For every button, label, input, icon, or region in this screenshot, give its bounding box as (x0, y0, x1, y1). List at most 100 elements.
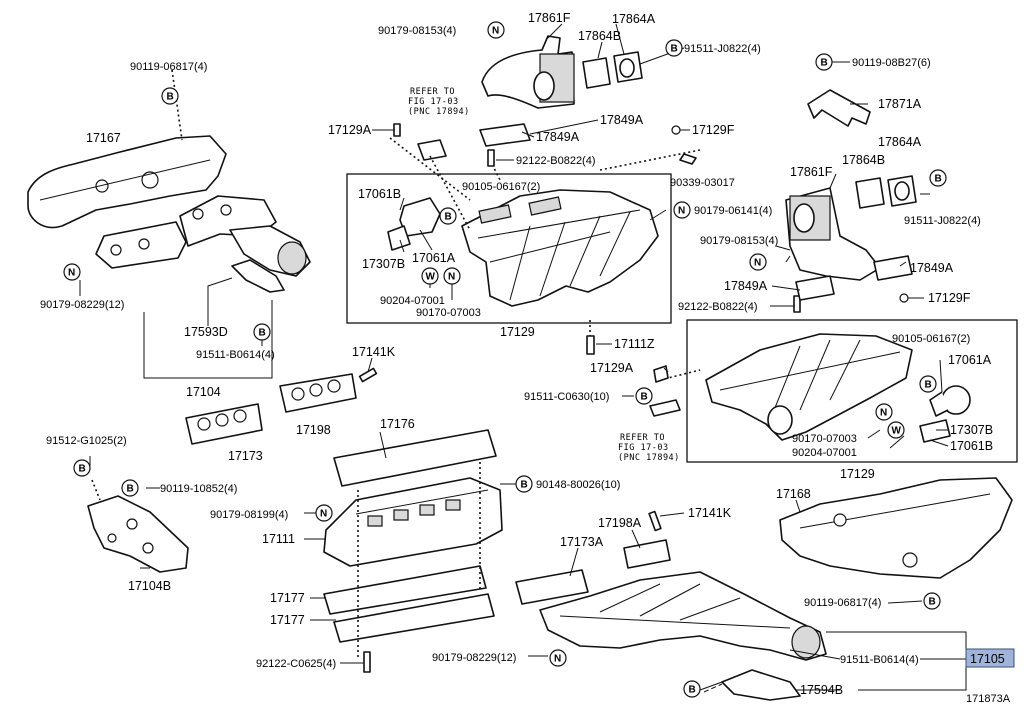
stud-17111z (586, 335, 595, 355)
label-90179-08229-left: 90179-08229(12) (40, 299, 124, 311)
label-92122-c0625: 92122-C0625(4) (256, 658, 336, 670)
bolt-17129f-right (899, 293, 909, 303)
label-17061b-right: 17061B (950, 439, 993, 453)
label-ref-code: 171873A (966, 693, 1011, 705)
label-17167: 17167 (86, 131, 121, 145)
gasket-17198a (623, 539, 671, 569)
elbow-17861f-top (481, 35, 643, 109)
label-90105-06167-top: 90105-06167(2) (462, 181, 540, 193)
label-90170-07003-right: 90170-07003 (792, 433, 857, 445)
callout-b-17594b: B (683, 680, 701, 698)
label-refer-top-3: (PNC 17894) (408, 107, 470, 117)
highlight-17105[interactable] (965, 648, 1015, 668)
gasket-17307b-right (919, 419, 951, 443)
label-17849a-right2: 17849A (724, 279, 768, 293)
stud-17141k-top (358, 367, 378, 383)
exhaust-manifold-17104 (95, 195, 311, 277)
label-17129a-mid: 17129A (590, 361, 634, 375)
label-17864a-right: 17864A (878, 135, 922, 149)
gasket-17173a (515, 569, 589, 605)
label-90179-08199: 90179-08199(4) (210, 509, 288, 521)
label-90179-08153-right: 90179-08153(4) (700, 235, 778, 247)
label-17198a: 17198A (598, 516, 642, 530)
label-90119-06817-bottom: 90119-06817(4) (804, 597, 881, 609)
svg-text:B: B (259, 328, 266, 339)
label-17061a-right: 17061A (948, 353, 992, 367)
label-refer-top-1: REFER TO (410, 87, 455, 97)
label-17593d: 17593D (184, 325, 228, 339)
label-90105-06167-right: 90105-06167(2) (892, 333, 970, 345)
callout-n-90179-08153-right: N (749, 253, 767, 271)
label-17307b-top: 17307B (362, 257, 405, 271)
svg-text:N: N (678, 206, 685, 217)
label-17173a: 17173A (560, 535, 604, 549)
svg-text:B: B (521, 480, 528, 491)
callout-b-left-box: B (439, 207, 457, 225)
label-17176: 17176 (380, 417, 415, 431)
label-17104b: 17104B (128, 579, 171, 593)
svg-text:B: B (821, 58, 828, 69)
label-91511-c0630: 91511-C0630(10) (524, 391, 609, 403)
svg-text:B: B (935, 174, 942, 185)
label-17129-right: 17129 (840, 467, 875, 481)
callout-b-91511-j0822-top: B (665, 39, 683, 57)
gasket-17307b-top (387, 225, 411, 251)
label-90339-03017: 90339-03017 (670, 177, 735, 189)
callout-b-right-box: B (919, 375, 937, 393)
gasket-17177-a (323, 565, 487, 615)
label-91511-j0822-right: 91511-J0822(4) (904, 215, 981, 227)
callout-b-91511-b0614-left: B (253, 323, 271, 341)
gasket-refer-mid (649, 399, 681, 417)
label-17861f-right: 17861F (790, 165, 833, 179)
align-line-gasket (429, 155, 471, 231)
clip-17129a-mid (653, 365, 669, 383)
svg-text:N: N (320, 509, 327, 520)
svg-text:N: N (68, 268, 75, 279)
svg-text:N: N (448, 272, 455, 283)
plug-90339-03017 (679, 153, 697, 165)
label-17177-b: 17177 (270, 613, 305, 627)
callout-n-90170-right: N (875, 403, 893, 421)
label-17307b-right: 17307B (950, 423, 993, 437)
heat-insulator-17167 (27, 135, 227, 229)
label-17168: 17168 (776, 487, 811, 501)
label-90119-06817-top: 90119-06817(4) (130, 61, 207, 73)
elbow-17861f-right (785, 175, 917, 301)
label-17177-a: 17177 (270, 591, 305, 605)
svg-text:B: B (925, 380, 932, 391)
clip-17129a-top (393, 123, 401, 137)
svg-text:B: B (689, 685, 696, 696)
callout-b-90119-08b27: B (815, 53, 833, 71)
align-line-90339 (599, 149, 701, 171)
label-refer-top-2: FIG 17-03 (408, 97, 459, 107)
label-17864b-top: 17864B (578, 29, 621, 43)
stud-17141k-bottom (648, 510, 662, 532)
label-17198: 17198 (296, 423, 331, 437)
svg-text:N: N (880, 408, 887, 419)
svg-text:N: N (554, 654, 561, 665)
part-labels: 17861F 17864A 17864B 90179-08153(4) 9151… (40, 11, 1011, 705)
align-line-17129a (389, 137, 471, 201)
label-90204-07001-top: 90204-07001 (380, 295, 445, 307)
label-17129f-top: 17129F (692, 123, 735, 137)
label-90204-07001-right: 90204-07001 (792, 447, 857, 459)
svg-text:N: N (492, 26, 499, 37)
label-17849a-top2: 17849A (600, 113, 644, 127)
callout-b-90119-06817-top: B (161, 87, 179, 105)
intake-manifold-17129-left (461, 189, 659, 307)
label-17105[interactable]: 17105 (970, 652, 1005, 666)
svg-text:B: B (641, 392, 648, 403)
callout-b-90119-06817-bottom: B (923, 592, 941, 610)
svg-text:B: B (929, 597, 936, 608)
stud-92122-c0625 (363, 651, 371, 673)
label-17104: 17104 (186, 385, 221, 399)
label-17594b: 17594B (800, 683, 843, 697)
label-17141k-top: 17141K (352, 345, 396, 359)
right-intake-manifold-box (686, 319, 1018, 463)
label-17129f-right: 17129F (928, 291, 971, 305)
label-90119-08b27: 90119-08B27(6) (852, 57, 931, 69)
heat-insulator-17168 (779, 477, 1013, 579)
svg-text:N: N (754, 258, 761, 269)
